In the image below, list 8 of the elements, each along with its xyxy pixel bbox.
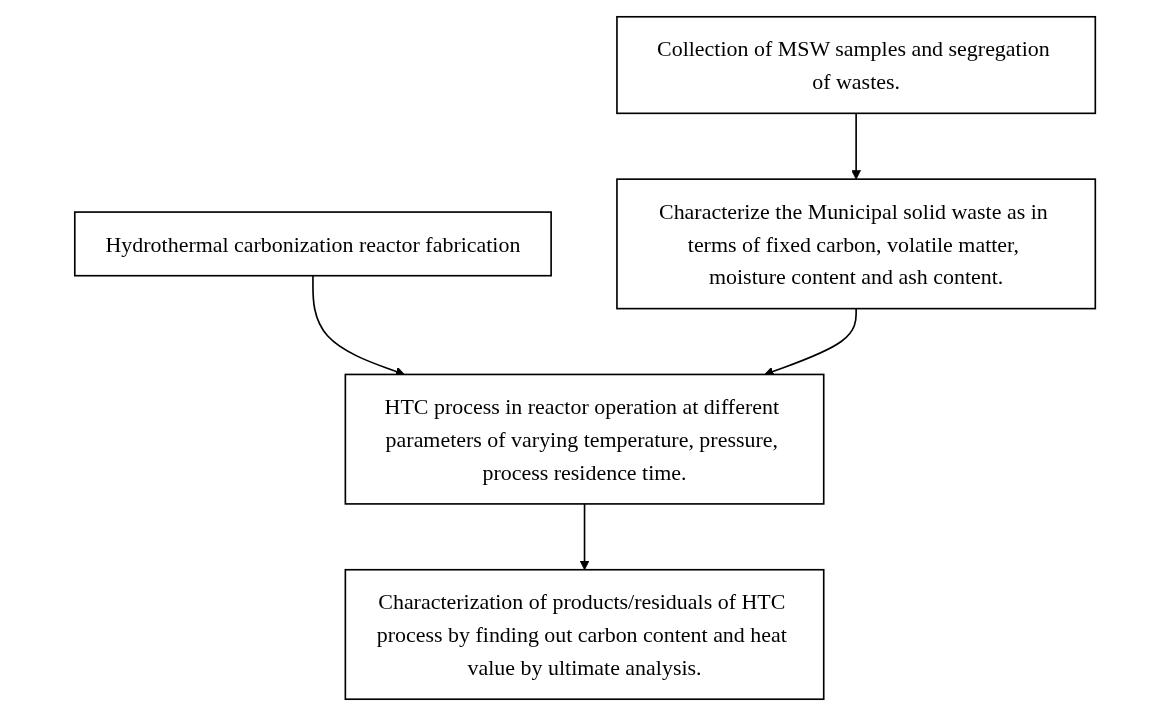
- node-box: [345, 373, 825, 505]
- arrow: [580, 502, 590, 570]
- arrow: [851, 112, 862, 180]
- node-box: [74, 210, 553, 277]
- flowchart: Collection of MSW samples and segregation of wastes. Hydrothermal carbonization reactor fabrication Characterize the Municipal solid waste as in terms of fixed carbon, volatile matter, moisture content and ash content. HTC process in reactor operation at different parameters of varying temperature, pressure, process residence time. Characterization of products/residuals of HTC process by finding out carbon content and heat value by ultimate analysis.: [66, 7, 1105, 708]
- node-box: [616, 15, 1097, 114]
- node-box: [345, 568, 825, 700]
- node-box: [616, 177, 1097, 309]
